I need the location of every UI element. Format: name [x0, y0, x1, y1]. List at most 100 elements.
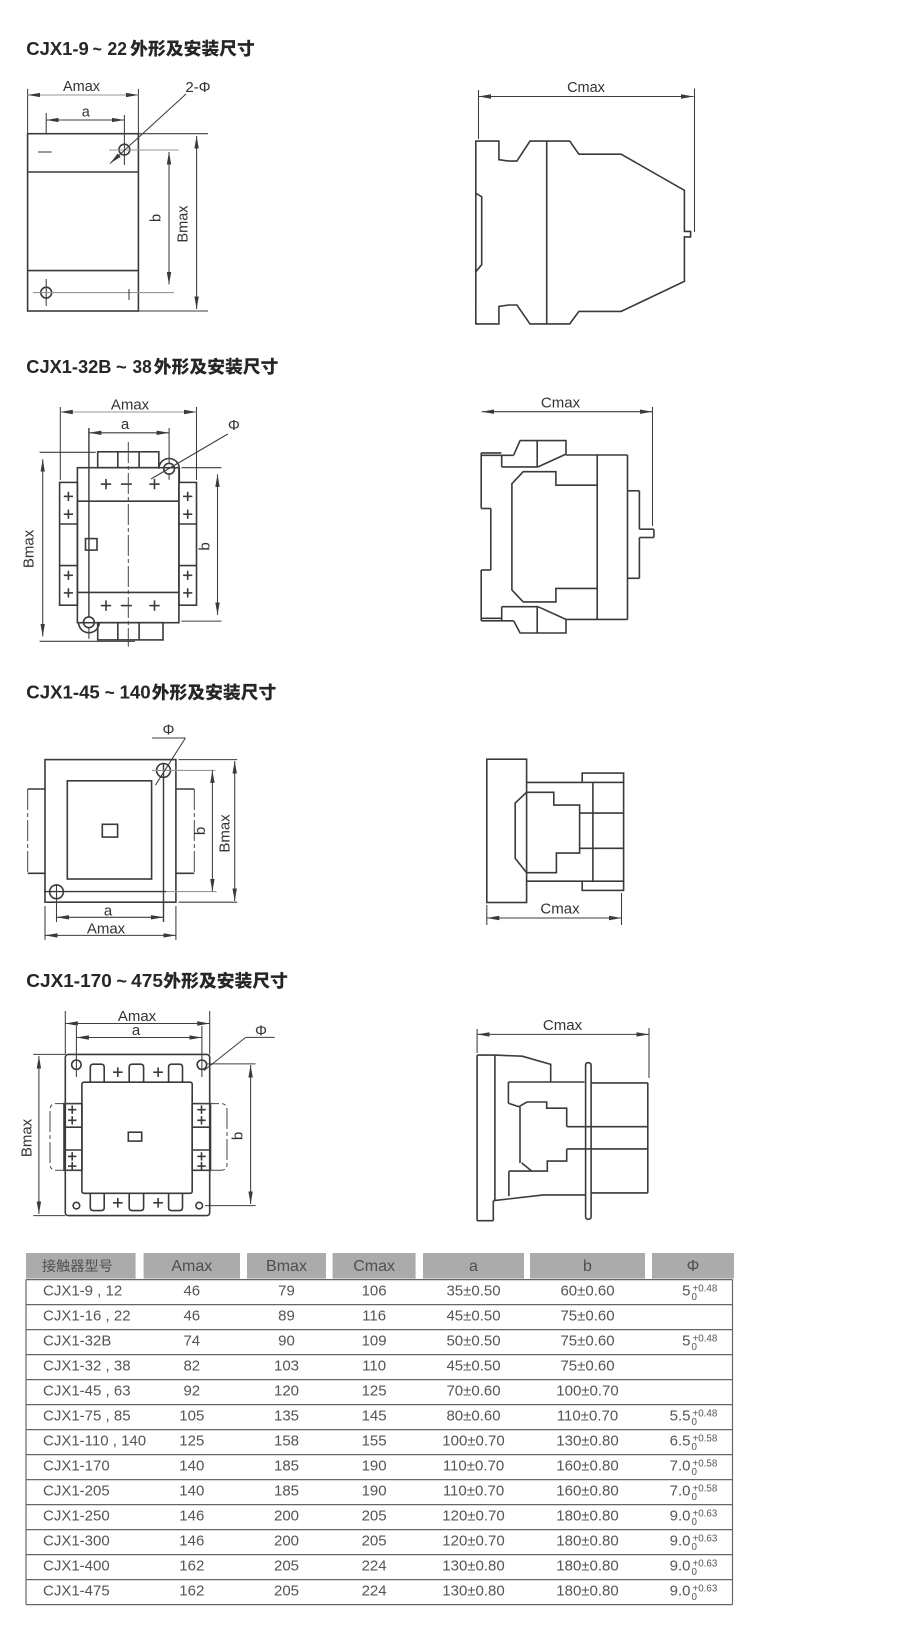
svg-text:~: ~: [116, 970, 127, 991]
svg-text:Cmax: Cmax: [543, 1017, 583, 1034]
svg-text:180±0.80: 180±0.80: [556, 1508, 618, 1525]
svg-text:103: 103: [274, 1358, 299, 1375]
svg-text:Cmax: Cmax: [540, 901, 580, 918]
svg-text:Bmax: Bmax: [216, 814, 233, 853]
svg-text:CJX1-32B: CJX1-32B: [43, 1333, 111, 1350]
svg-text:5.5: 5.5: [670, 1408, 691, 1425]
svg-text:~: ~: [93, 38, 102, 59]
svg-text:0: 0: [692, 1292, 698, 1303]
svg-text:45±0.50: 45±0.50: [446, 1308, 500, 1325]
svg-text:106: 106: [362, 1283, 387, 1300]
svg-text:180±0.80: 180±0.80: [556, 1533, 618, 1550]
svg-text:CJX1-170: CJX1-170: [26, 970, 112, 991]
svg-text:Φ: Φ: [163, 722, 175, 739]
svg-text:190: 190: [362, 1458, 387, 1475]
svg-text:CJX1-45: CJX1-45: [26, 682, 100, 703]
svg-text:110±0.70: 110±0.70: [443, 1483, 504, 1500]
svg-text:80±0.60: 80±0.60: [446, 1408, 500, 1425]
svg-text:162: 162: [179, 1583, 204, 1600]
svg-text:60±0.60: 60±0.60: [560, 1283, 614, 1300]
svg-text:0: 0: [692, 1342, 698, 1353]
svg-text:0: 0: [692, 1517, 698, 1528]
svg-text:b: b: [148, 214, 164, 222]
svg-text:+0.58: +0.58: [693, 1458, 718, 1469]
svg-text:9.0: 9.0: [670, 1533, 691, 1550]
svg-text:205: 205: [274, 1558, 299, 1575]
svg-text:89: 89: [278, 1308, 295, 1325]
svg-text:200: 200: [274, 1508, 299, 1525]
svg-text:5: 5: [682, 1283, 690, 1300]
svg-text:110: 110: [362, 1358, 386, 1375]
svg-text:35±0.50: 35±0.50: [446, 1283, 500, 1300]
svg-text:50±0.50: 50±0.50: [446, 1333, 500, 1350]
svg-text:Amax: Amax: [111, 396, 150, 413]
svg-text:45±0.50: 45±0.50: [446, 1358, 500, 1375]
svg-text:140: 140: [120, 682, 151, 703]
svg-text:130±0.80: 130±0.80: [442, 1558, 504, 1575]
svg-text:a: a: [104, 902, 113, 919]
svg-text:130±0.80: 130±0.80: [556, 1433, 618, 1450]
svg-text:105: 105: [179, 1408, 204, 1425]
svg-text:+0.63: +0.63: [693, 1533, 718, 1544]
svg-text:185: 185: [274, 1483, 299, 1500]
svg-text:110±0.70: 110±0.70: [557, 1408, 618, 1425]
svg-text:125: 125: [179, 1433, 204, 1450]
svg-text:CJX1-300: CJX1-300: [43, 1533, 110, 1550]
svg-text:Amax: Amax: [118, 1008, 157, 1025]
svg-text:0: 0: [692, 1542, 698, 1553]
svg-text:+0.48: +0.48: [693, 1283, 718, 1294]
svg-text:9.0: 9.0: [670, 1583, 691, 1600]
svg-text:CJX1-32 , 38: CJX1-32 , 38: [43, 1358, 131, 1375]
svg-text:0: 0: [692, 1592, 698, 1603]
svg-text:+0.48: +0.48: [693, 1333, 718, 1344]
svg-text:0: 0: [692, 1417, 698, 1428]
svg-text:205: 205: [274, 1583, 299, 1600]
svg-text:CJX1-9: CJX1-9: [26, 38, 89, 59]
svg-text:6.5: 6.5: [670, 1433, 691, 1450]
svg-text:Bmax: Bmax: [19, 1118, 36, 1157]
svg-text:CJX1-400: CJX1-400: [43, 1558, 110, 1575]
svg-text:CJX1-475: CJX1-475: [43, 1583, 110, 1600]
svg-text:120±0.70: 120±0.70: [442, 1508, 504, 1525]
svg-text:116: 116: [362, 1308, 386, 1325]
svg-text:200: 200: [274, 1533, 299, 1550]
svg-text:b: b: [229, 1132, 246, 1140]
svg-text:100±0.70: 100±0.70: [442, 1433, 504, 1450]
svg-text:5: 5: [682, 1333, 690, 1350]
svg-text:Φ: Φ: [687, 1258, 700, 1275]
svg-text:46: 46: [183, 1308, 200, 1325]
svg-text:CJX1-250: CJX1-250: [43, 1508, 110, 1525]
svg-text:Bmax: Bmax: [20, 529, 37, 568]
svg-text:b: b: [583, 1258, 592, 1275]
svg-text:0: 0: [692, 1467, 698, 1478]
svg-text:+0.63: +0.63: [693, 1558, 718, 1569]
svg-text:120±0.70: 120±0.70: [442, 1533, 504, 1550]
svg-text:75±0.60: 75±0.60: [560, 1333, 614, 1350]
svg-text:+0.48: +0.48: [693, 1408, 718, 1419]
svg-text:+0.63: +0.63: [693, 1508, 718, 1519]
svg-text:b: b: [197, 542, 214, 550]
svg-text:146: 146: [179, 1508, 204, 1525]
svg-text:+0.63: +0.63: [693, 1583, 718, 1594]
svg-text:0: 0: [692, 1567, 698, 1578]
svg-text:160±0.80: 160±0.80: [556, 1483, 618, 1500]
svg-text:7.0: 7.0: [670, 1483, 691, 1500]
svg-text:79: 79: [278, 1283, 295, 1300]
svg-text:190: 190: [362, 1483, 387, 1500]
svg-text:130±0.80: 130±0.80: [442, 1583, 504, 1600]
svg-text:~: ~: [105, 682, 115, 703]
svg-text:7.0: 7.0: [670, 1458, 691, 1475]
svg-text:90: 90: [278, 1333, 295, 1350]
svg-text:70±0.60: 70±0.60: [446, 1383, 500, 1400]
svg-text:475: 475: [131, 970, 163, 991]
svg-text:180±0.80: 180±0.80: [556, 1583, 618, 1600]
svg-text:109: 109: [362, 1333, 387, 1350]
svg-text:Bmax: Bmax: [266, 1258, 307, 1275]
svg-text:Amax: Amax: [171, 1258, 212, 1275]
svg-text:185: 185: [274, 1458, 299, 1475]
svg-text:145: 145: [362, 1408, 387, 1425]
svg-text:a: a: [82, 105, 91, 121]
svg-text:140: 140: [179, 1458, 204, 1475]
svg-text:74: 74: [183, 1333, 200, 1350]
svg-text:110±0.70: 110±0.70: [443, 1458, 504, 1475]
